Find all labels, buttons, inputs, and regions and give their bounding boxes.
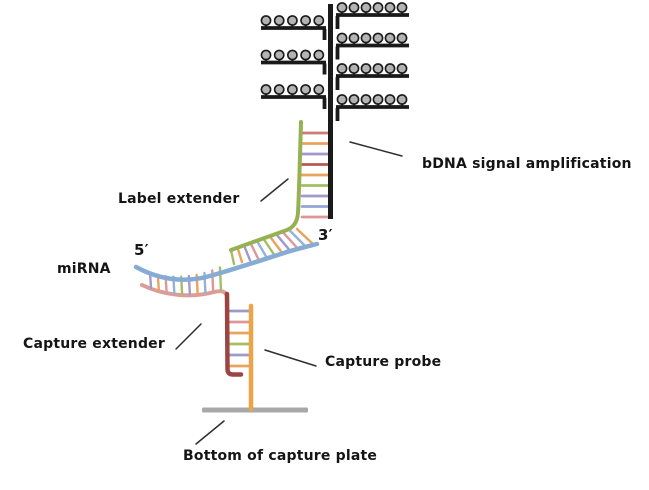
base-pair-rung xyxy=(236,246,244,264)
amplifier-bead xyxy=(372,63,384,74)
amplifier-bead xyxy=(372,2,384,13)
base-pair-rung xyxy=(262,238,276,256)
amplifier-bead xyxy=(260,84,272,95)
capture-plate xyxy=(202,407,308,413)
amplifier-bead xyxy=(372,94,384,105)
amplifier-bead xyxy=(286,49,298,61)
amplifier-bead xyxy=(286,15,298,26)
amplifier-bead xyxy=(313,49,325,61)
amplifier-bead xyxy=(336,2,348,13)
amplifier-bead xyxy=(336,94,348,105)
amplifier-bead xyxy=(313,84,325,95)
bdna-leader-line xyxy=(349,141,403,157)
base-pair-rung xyxy=(295,227,316,247)
amplifier-bead xyxy=(286,84,298,95)
amplifier-bead xyxy=(348,63,360,74)
five-prime-label: 5′ xyxy=(134,241,149,259)
capture-probe-leader-line xyxy=(264,349,317,367)
plate-leader-line xyxy=(195,420,225,445)
amplifier-bead xyxy=(260,49,272,61)
label-extender-leader-line xyxy=(260,178,289,202)
amplifier-bead xyxy=(348,94,360,105)
mirna-strand xyxy=(133,241,320,282)
amplifier-bead xyxy=(313,15,325,26)
amplifier-bead xyxy=(360,94,372,105)
mirna-label: miRNA xyxy=(57,261,111,277)
three-prime-label: 3′ xyxy=(318,226,333,244)
base-pair-rung xyxy=(282,231,300,251)
amplifier-bead xyxy=(336,63,348,74)
amplifier-bead xyxy=(360,63,372,74)
amplifier-bead xyxy=(396,32,408,44)
label-extender-strand xyxy=(229,120,303,252)
amplifier-bead xyxy=(396,63,408,74)
amplifier-bead xyxy=(300,15,311,26)
capture-extender-label: Capture extender xyxy=(23,336,165,352)
amplifier-bead xyxy=(348,2,360,13)
amplifier-bead xyxy=(384,94,396,105)
amplifier-bead xyxy=(348,32,360,44)
amplifier-bead xyxy=(396,94,408,105)
amplifier-bead xyxy=(336,32,348,44)
base-pair-rung xyxy=(269,236,284,254)
bdna-signal-amplification-label: bDNA signal amplification xyxy=(422,156,632,172)
amplifier-bead xyxy=(273,84,285,95)
amplifier-bead xyxy=(273,15,285,26)
amplifier-bead xyxy=(360,2,372,13)
amplifier-bead xyxy=(273,49,285,61)
base-pair-rung xyxy=(289,229,308,249)
amplifier-bead xyxy=(260,15,272,26)
amplifier-bead xyxy=(384,32,396,44)
amplifier-bead xyxy=(360,32,372,44)
base-pair-rung xyxy=(249,242,260,260)
capture-extender-strand xyxy=(224,291,244,377)
amplifier-bead xyxy=(372,32,384,44)
base-pair-rung xyxy=(242,244,252,262)
amplifier-bead xyxy=(300,84,311,95)
amplifier-bead xyxy=(396,2,408,13)
label-extender-label: Label extender xyxy=(118,191,240,207)
bottom-of-capture-plate-label: Bottom of capture plate xyxy=(183,448,378,464)
amplifier-bead xyxy=(384,63,396,74)
base-pair-rung xyxy=(256,240,268,258)
base-pair-rung xyxy=(229,248,236,266)
capture-probe-label: Capture probe xyxy=(325,354,442,370)
amplifier-bead xyxy=(300,49,311,61)
capture-extender-leader-line xyxy=(175,323,202,350)
amplifier-bead xyxy=(384,2,396,13)
base-pair-rung xyxy=(276,234,292,252)
